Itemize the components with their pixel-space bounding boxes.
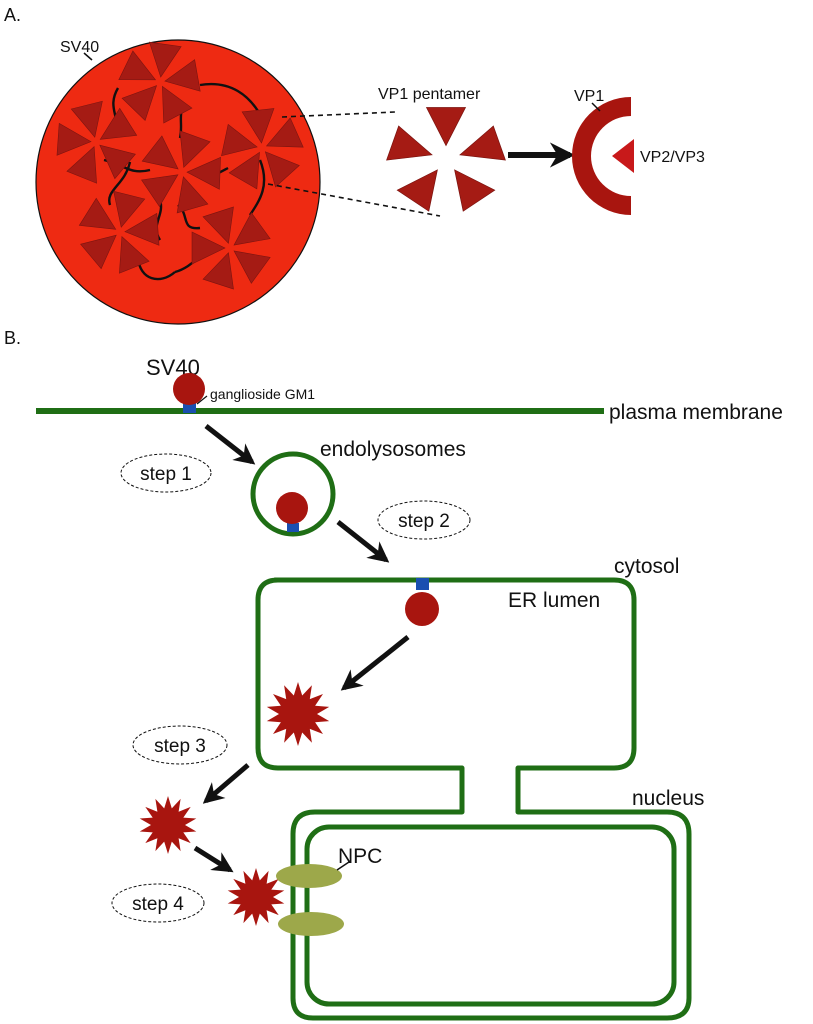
- step4-bubble: [111, 883, 205, 923]
- sv40-virion-surface: [173, 373, 205, 405]
- er-uncoating-arrow: [340, 635, 410, 691]
- panel-a-label: A.: [4, 5, 21, 25]
- gm1-label: ganglioside GM1: [210, 386, 315, 402]
- vp1-ring: [572, 97, 631, 215]
- gm1-er: [416, 578, 429, 590]
- panel-b-label: B.: [4, 328, 21, 348]
- gm1-receptor: [183, 403, 196, 413]
- endolysosomes-label: endolysosomes: [320, 438, 466, 461]
- cytosol-label: cytosol: [614, 555, 679, 578]
- sv40-label: SV40: [60, 39, 99, 56]
- sv40-remodeled-cytosol: [139, 796, 197, 854]
- nucleus-label: nucleus: [632, 787, 704, 810]
- vp1-pentamer-shape: [385, 106, 507, 212]
- er-nuclear-outer-membrane: [255, 577, 692, 1021]
- endolysosome-vesicle: [250, 451, 336, 537]
- step1-bubble: [120, 453, 212, 493]
- vp1-label: VP1: [574, 88, 604, 105]
- step2-arrow: [336, 520, 390, 563]
- vp23-wedge: [612, 139, 634, 173]
- vp23-label: VP2/VP3: [640, 149, 705, 166]
- npc-top: [276, 864, 342, 888]
- step1-label: step 1: [140, 464, 192, 485]
- plasma-membrane-label: plasma membrane: [609, 401, 783, 424]
- npc-bottom: [278, 912, 344, 936]
- npc-leader-line: [336, 861, 350, 871]
- vp1-leader-line: [591, 102, 601, 112]
- sv40-virion-endolysosome: [276, 492, 308, 524]
- step3-label: step 3: [154, 736, 206, 757]
- pentamer-label: VP1 pentamer: [378, 86, 481, 103]
- gm1-endolysosome: [287, 523, 299, 532]
- step2-label: step 2: [398, 511, 450, 532]
- step4-arrow: [193, 845, 234, 873]
- vp1-pentamer: [385, 106, 507, 212]
- er-lumen-label: ER lumen: [508, 589, 600, 612]
- sv40-remodeled-er: [266, 682, 330, 746]
- npc-label: NPC: [338, 845, 382, 868]
- sv40-leader-line: [83, 52, 93, 61]
- sv40-capsid: SV40: [35, 38, 321, 325]
- zoom-line-bottom: [267, 183, 441, 217]
- zoom-line-top: [281, 111, 396, 118]
- gm1-leader-line: [196, 395, 208, 405]
- step2-bubble: [377, 500, 471, 540]
- vp1-vp23-complex: VP1 VP2/VP3: [572, 88, 705, 215]
- sv40-remodeled-npc: [227, 868, 285, 926]
- step3-bubble: [132, 725, 228, 765]
- step3-arrow: [202, 763, 250, 804]
- step4-label: step 4: [132, 894, 184, 915]
- sv40-virion-er: [405, 592, 439, 626]
- step1-arrow: [204, 424, 256, 465]
